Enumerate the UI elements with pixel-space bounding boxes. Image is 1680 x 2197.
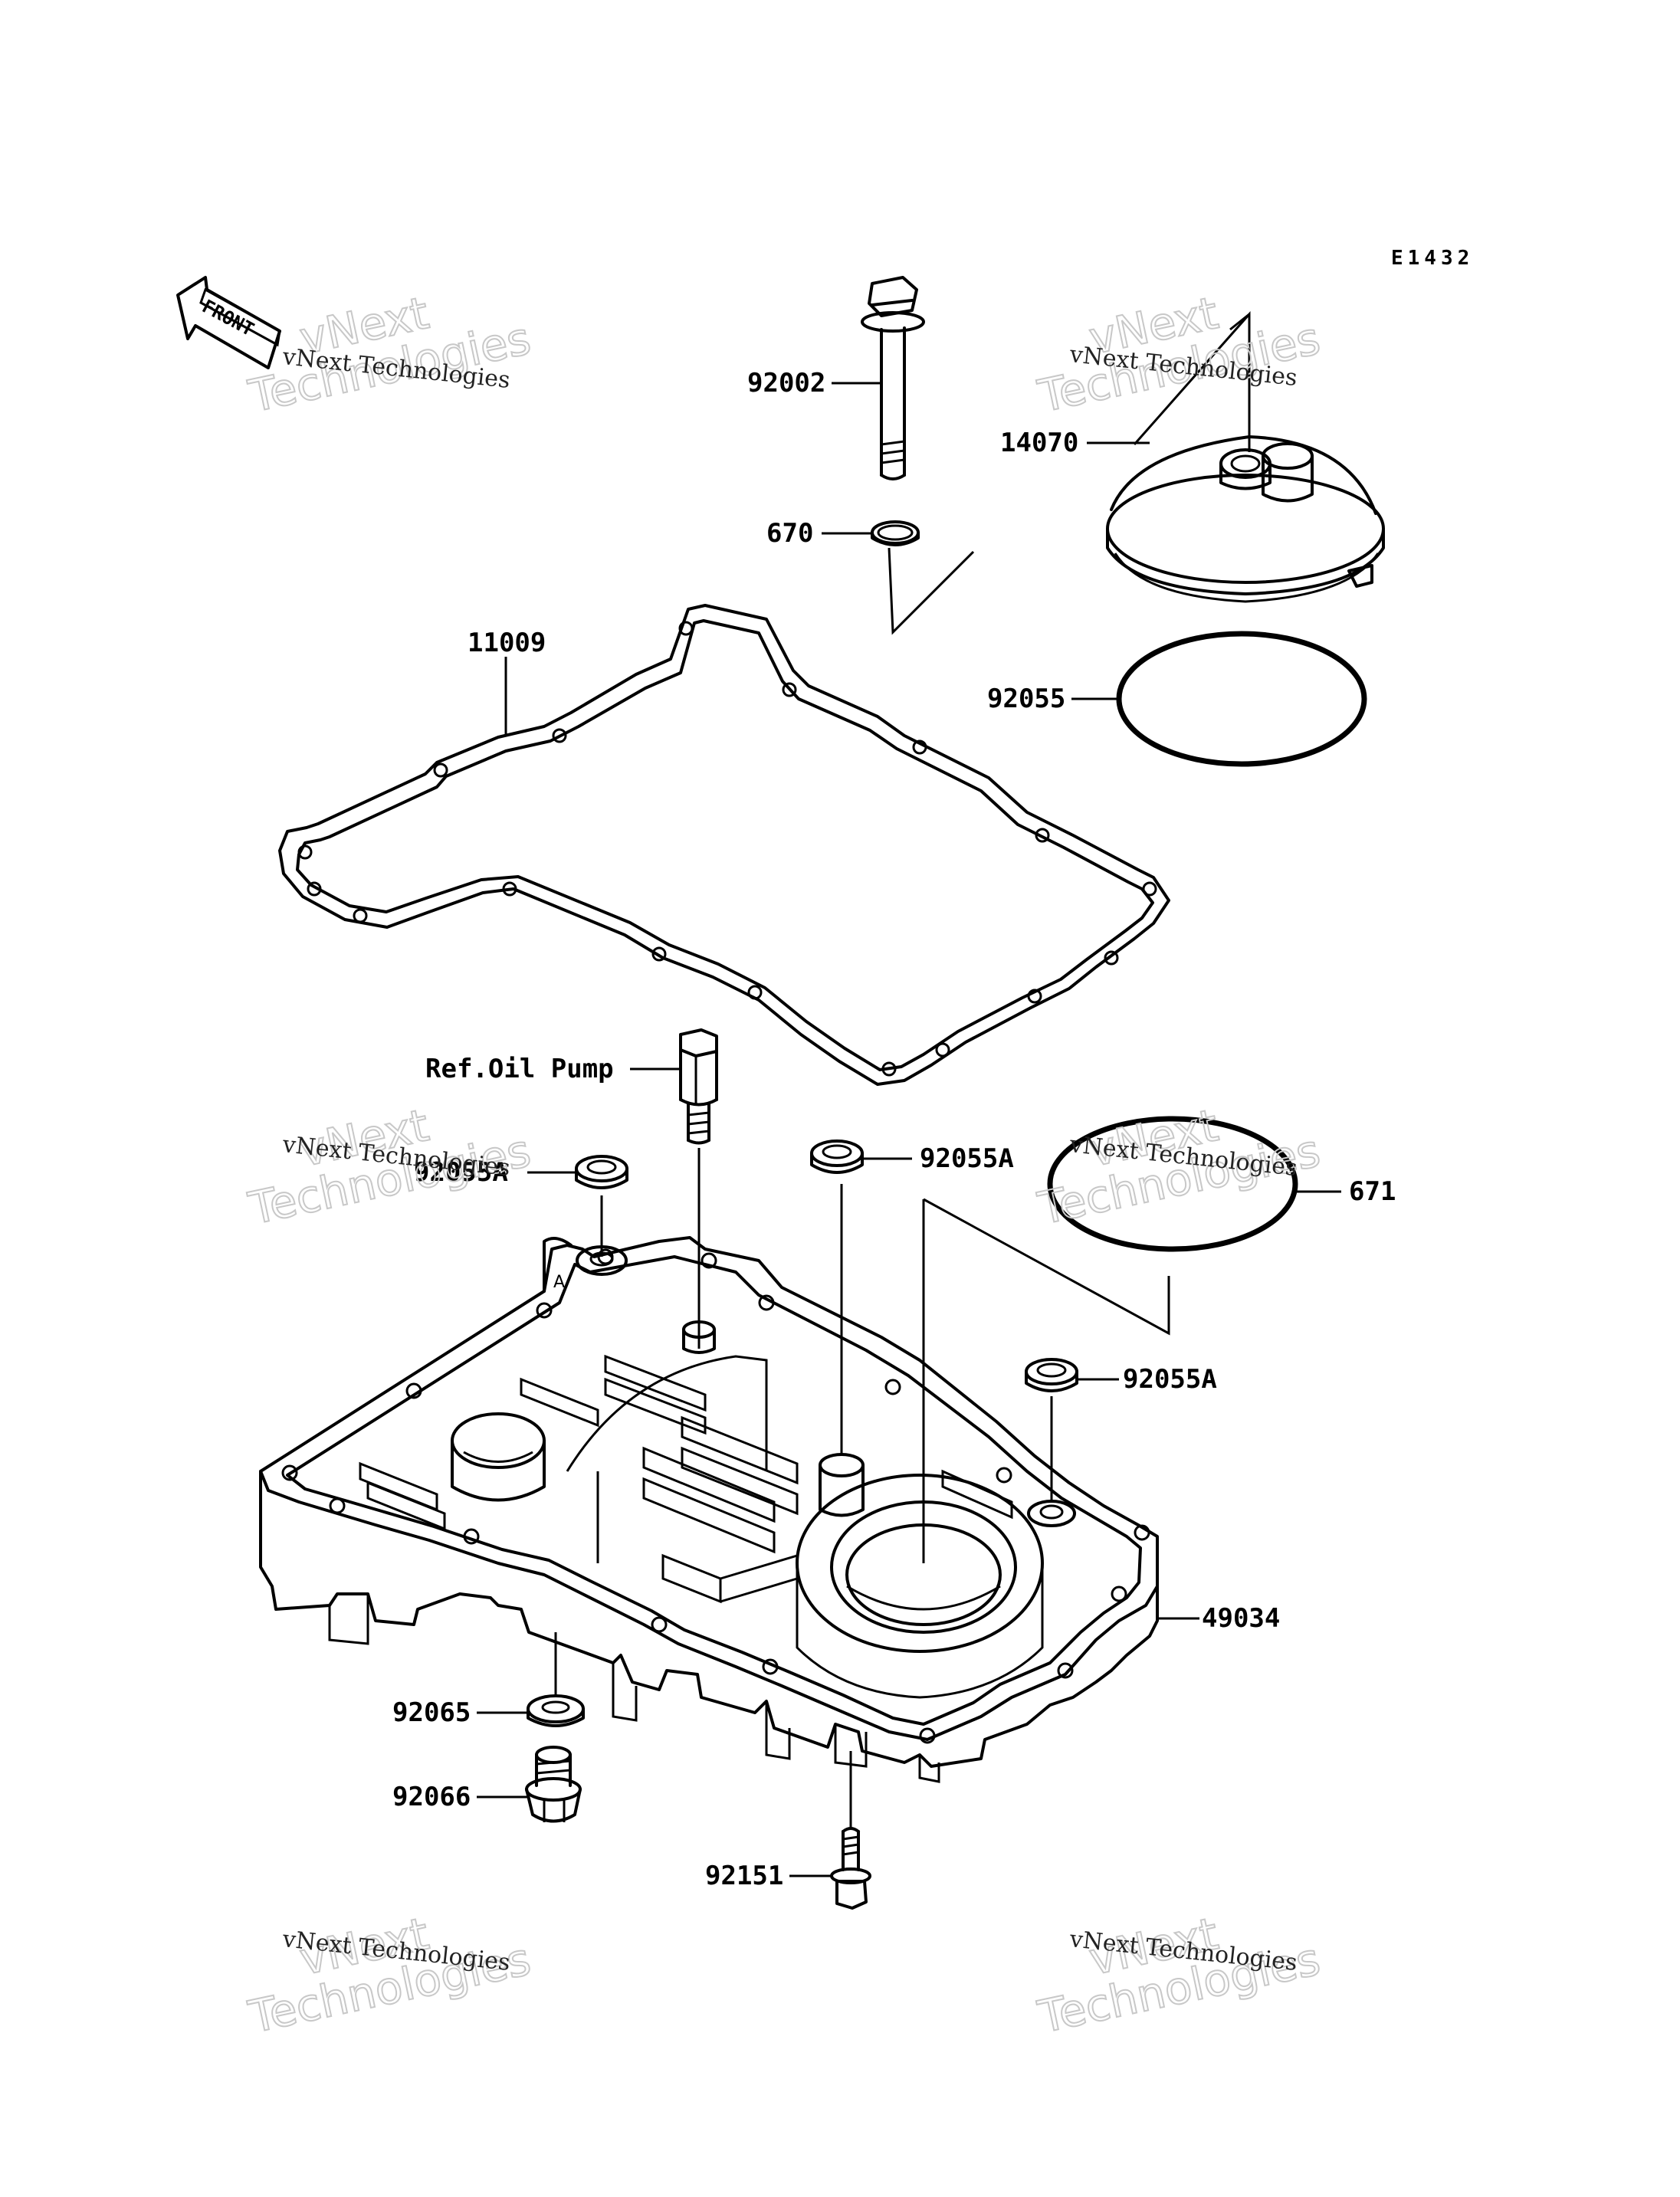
callout-670: 670 xyxy=(766,518,813,549)
o-ring-92055 xyxy=(1116,631,1367,767)
o-ring-671 xyxy=(1047,1116,1298,1252)
cap-14070 xyxy=(1106,435,1385,603)
oil-pan-49034: A xyxy=(259,1236,1159,1783)
bolt-92151 xyxy=(830,1751,871,1910)
gasket-11009 xyxy=(278,604,1170,1086)
callout-49034: 49034 xyxy=(1202,1603,1280,1634)
oil-pump-fitting xyxy=(679,1028,718,1145)
callout-671: 671 xyxy=(1349,1176,1396,1207)
washer-92055a-left xyxy=(575,1155,628,1189)
washer-92065 xyxy=(527,1694,585,1727)
callout-92002: 92002 xyxy=(747,368,825,398)
svg-text:A: A xyxy=(553,1273,565,1292)
callout-14070: 14070 xyxy=(1000,428,1078,458)
drain-plug-92066 xyxy=(525,1746,582,1823)
callout-92055a-right: 92055A xyxy=(1123,1364,1217,1395)
callout-92065: 92065 xyxy=(392,1697,471,1728)
washer-92055a-mid xyxy=(810,1139,864,1174)
watermark-top-left: vNext Technologies xyxy=(244,286,536,423)
front-arrow-icon: FRONT xyxy=(176,276,281,369)
callout-ref-oil-pump: Ref.Oil Pump xyxy=(425,1054,614,1084)
callout-92066: 92066 xyxy=(392,1782,471,1812)
callout-92055a-mid: 92055A xyxy=(920,1143,1014,1174)
washer-670 xyxy=(871,520,920,546)
callout-92055: 92055 xyxy=(987,684,1065,714)
washer-92055a-right xyxy=(1025,1358,1078,1392)
callout-11009: 11009 xyxy=(468,628,546,658)
callout-92151: 92151 xyxy=(705,1861,783,1891)
bolt-92002 xyxy=(861,276,925,480)
diagram-code: E1432 xyxy=(1391,247,1474,270)
callout-92055a-left: 92055A xyxy=(414,1157,508,1188)
